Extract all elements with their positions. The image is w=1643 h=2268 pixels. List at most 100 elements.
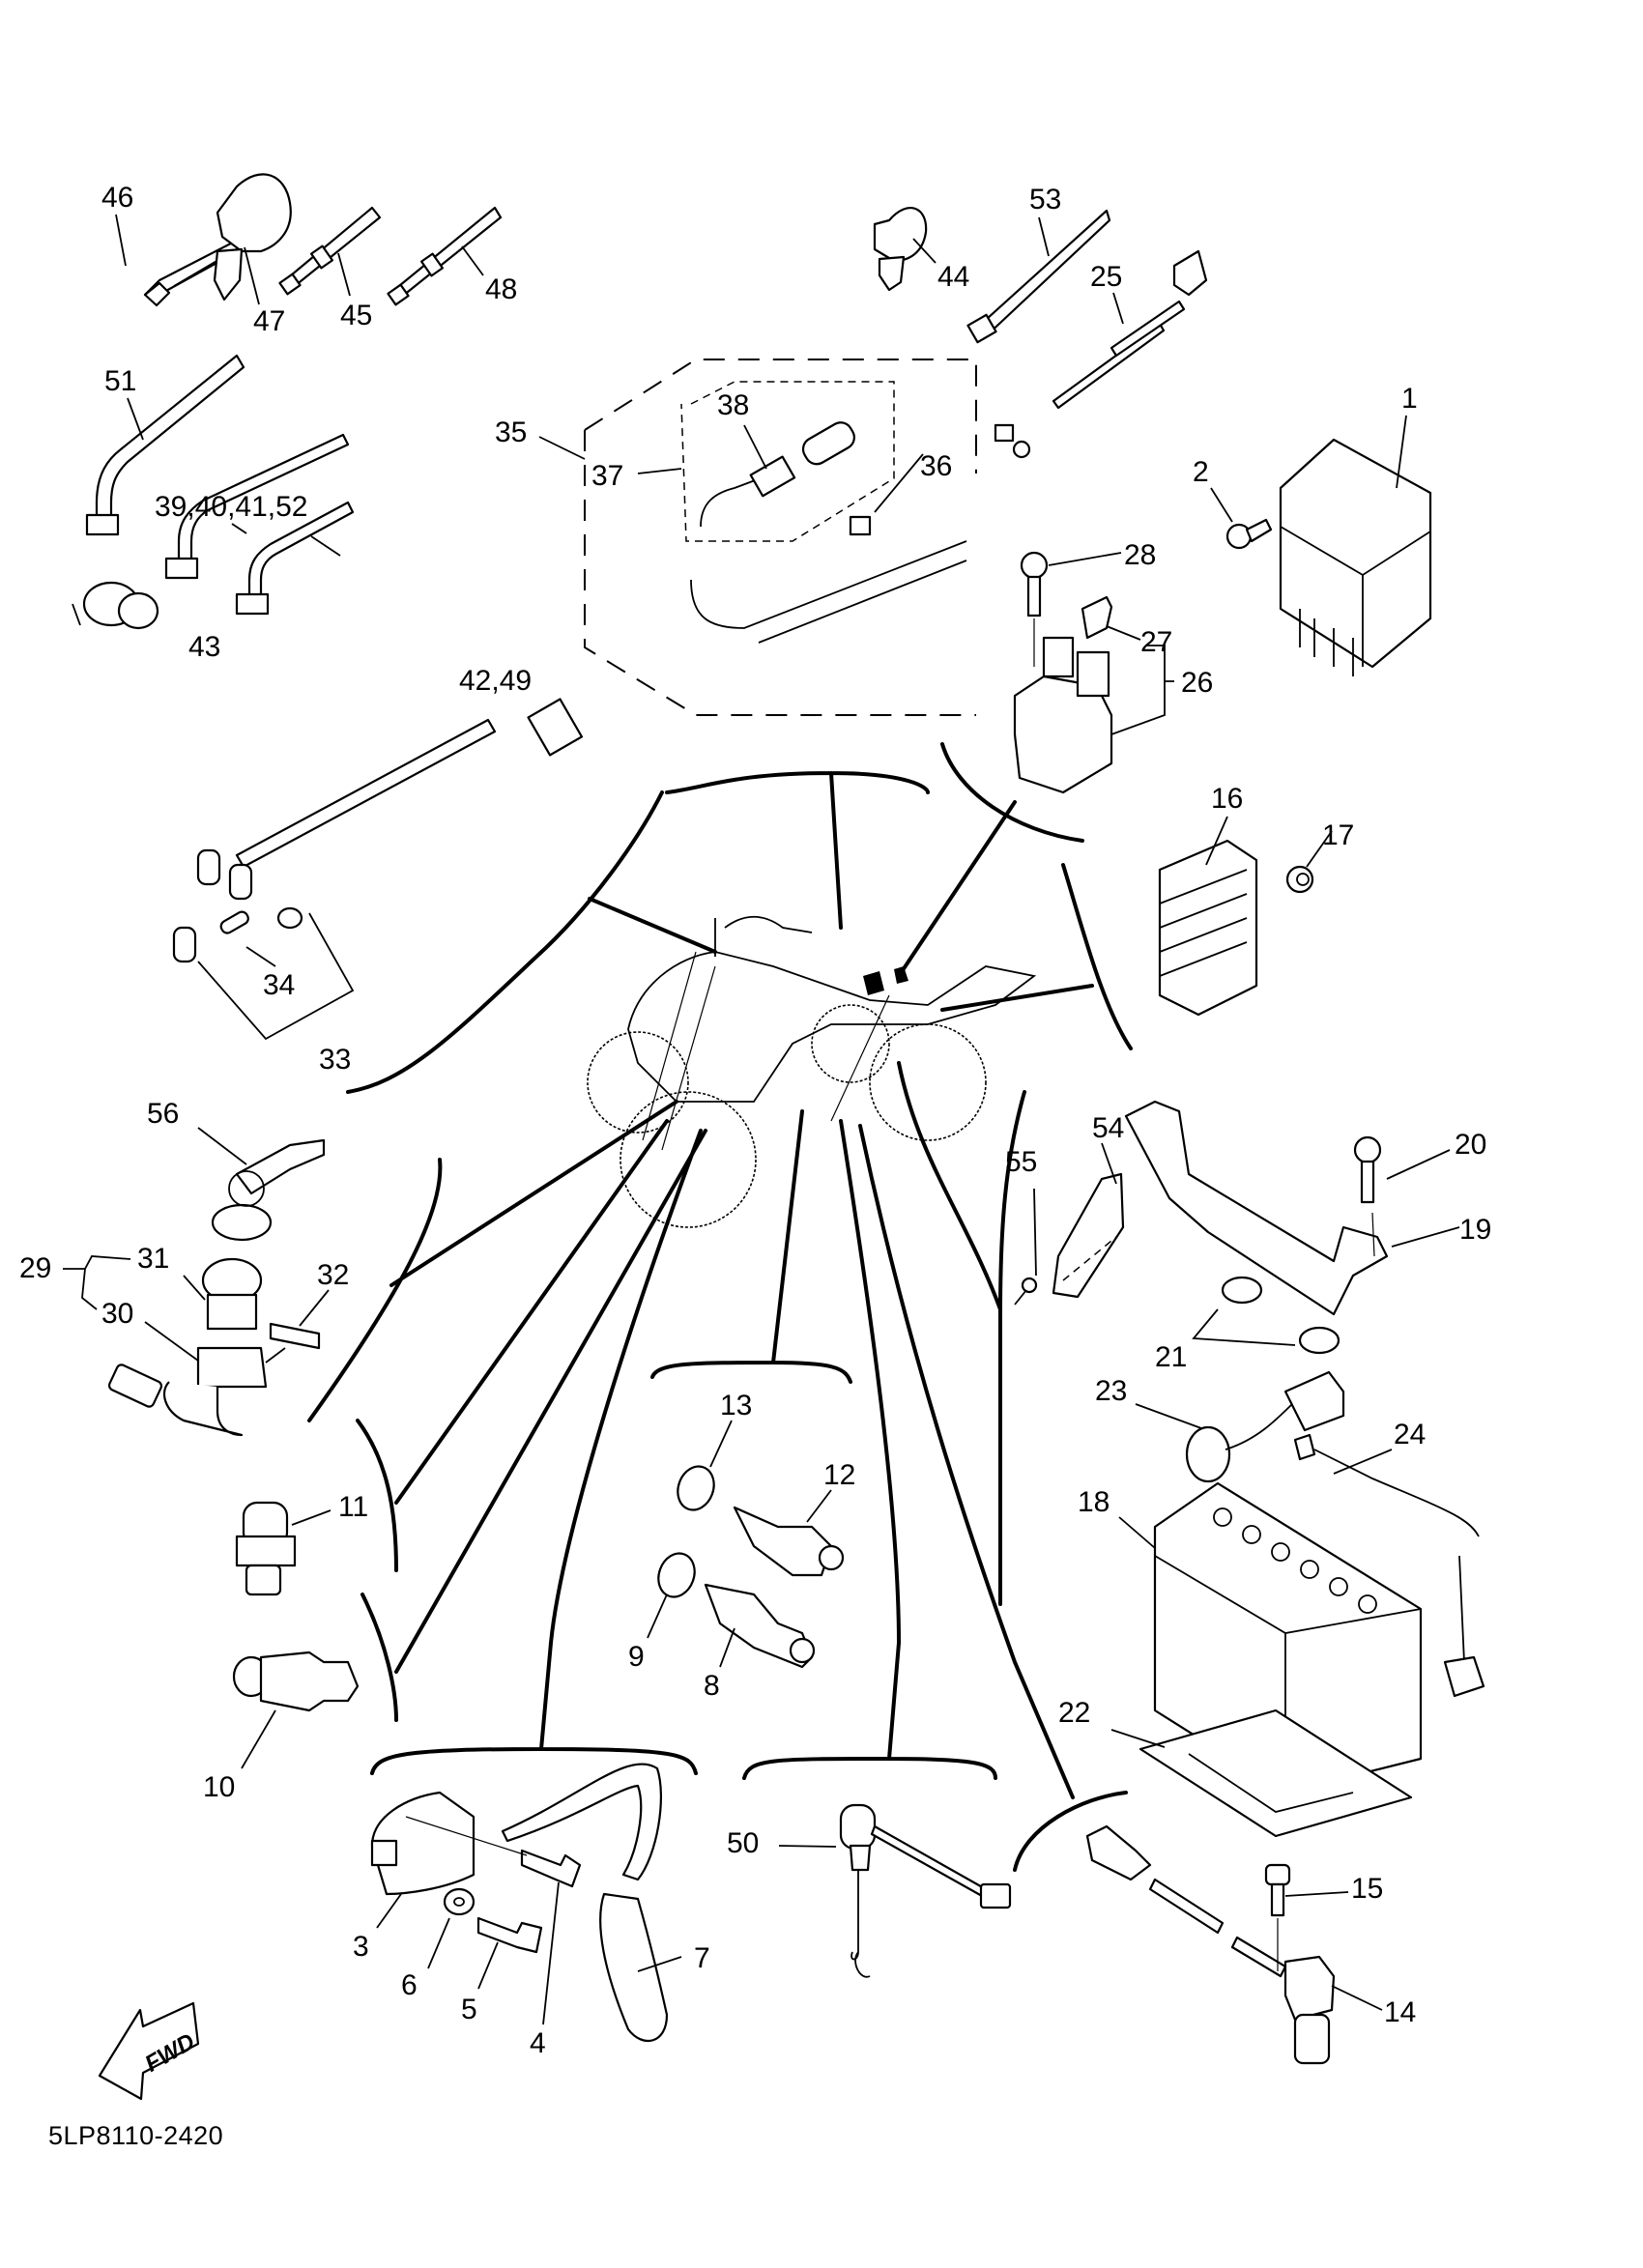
callout-17: 17 (1322, 819, 1355, 851)
part-53-band (966, 209, 1111, 344)
fwd-arrow-icon: FWD (98, 2001, 199, 2101)
callout-5: 5 (461, 1994, 477, 2025)
part-45-band (278, 206, 382, 297)
callout-42-49: 42,49 (459, 665, 533, 697)
callout-18: 18 (1078, 1486, 1110, 1518)
part-33-lamp-harness (172, 698, 584, 1041)
part-10-sensor (232, 1651, 360, 1769)
part-13-gasket (677, 1420, 733, 1511)
callout-32: 32 (317, 1259, 350, 1291)
callout-51: 51 (104, 365, 137, 397)
callout-36: 36 (920, 450, 953, 482)
callout-44: 44 (937, 261, 970, 293)
part-3-ignition-coil (370, 1791, 476, 1929)
part-28-bolt (1020, 551, 1122, 667)
callout-8: 8 (704, 1670, 720, 1702)
part-50-switch (778, 1803, 1012, 1978)
callout-47: 47 (253, 305, 286, 337)
callout-14: 14 (1384, 1996, 1417, 2028)
part-51-band (85, 354, 245, 536)
part-56-key (197, 1127, 326, 1242)
callout-53: 53 (1029, 184, 1062, 215)
part-42-band (235, 501, 355, 616)
part-2-screw (1210, 487, 1273, 550)
callout-38: 38 (717, 389, 750, 421)
bracket-29 (63, 1255, 131, 1310)
part-47-clamp (213, 173, 292, 305)
callout-22: 22 (1058, 1697, 1091, 1729)
part-6-washer (427, 1887, 476, 1969)
part-16-regulator (1158, 816, 1258, 1017)
part-21-damper (1192, 1276, 1340, 1355)
part-44-clamp (873, 207, 937, 292)
part-43-clamp (72, 581, 159, 630)
callout-27: 27 (1140, 626, 1173, 658)
drawing-code: 5LP8110-2420 (48, 2121, 224, 2150)
callout-13: 13 (720, 1390, 753, 1421)
callout-28: 28 (1124, 539, 1157, 571)
callout-31: 31 (137, 1243, 170, 1275)
callout-50: 50 (727, 1827, 760, 1859)
part-26-starter-relay (1013, 636, 1174, 794)
callout-45: 45 (340, 300, 373, 331)
part-18-battery (1118, 1481, 1423, 1794)
callout-9: 9 (628, 1641, 645, 1673)
part-8-switch (704, 1583, 816, 1669)
part-1-cdi-unit (1279, 415, 1432, 676)
callout-25: 25 (1090, 261, 1123, 293)
callout-54: 54 (1092, 1112, 1125, 1144)
sub-harness-box (538, 359, 977, 716)
callout-34: 34 (263, 969, 296, 1001)
callout-37: 37 (591, 460, 624, 492)
callout-48: 48 (485, 273, 518, 305)
part-22-battery-seat (1110, 1708, 1413, 1838)
part-39-band (164, 433, 350, 580)
callout-16: 16 (1211, 783, 1244, 815)
part-54-plate (1052, 1142, 1125, 1299)
callout-23: 23 (1095, 1375, 1128, 1407)
part-48-band (387, 206, 503, 306)
part-17-nut (1285, 830, 1333, 894)
part-55-rivet (1014, 1188, 1038, 1306)
callout-3: 3 (353, 1931, 369, 1963)
callout-15: 15 (1351, 1873, 1384, 1905)
callout-30: 30 (101, 1298, 134, 1330)
callout-1: 1 (1401, 383, 1418, 415)
callout-20: 20 (1455, 1129, 1487, 1161)
part-11-switch (235, 1501, 331, 1596)
callout-6: 6 (401, 1969, 418, 2001)
callout-43: 43 (188, 631, 221, 663)
part-30-main-switch (107, 1257, 268, 1437)
part-25-wire-harness (994, 249, 1208, 459)
callout-26: 26 (1181, 667, 1214, 699)
leader-46 (115, 214, 127, 267)
callout-33: 33 (319, 1044, 352, 1076)
callout-55: 55 (1005, 1146, 1038, 1178)
part-27-fuse (1081, 595, 1141, 641)
callout-12: 12 (823, 1459, 856, 1491)
callout-10: 10 (203, 1771, 236, 1803)
callout-29: 29 (19, 1252, 52, 1284)
part-15-bolt (1264, 1863, 1349, 1971)
part-20-bolt (1353, 1135, 1451, 1257)
callout-24: 24 (1394, 1419, 1427, 1450)
part-12-switch (733, 1489, 845, 1577)
part-32-key-plate (265, 1289, 330, 1364)
callout-46: 46 (101, 182, 134, 214)
callout-7: 7 (694, 1942, 710, 1974)
part-19-battery-band (1124, 1100, 1460, 1316)
part-14-speed-sensor (1085, 1824, 1383, 2065)
callout-35: 35 (495, 416, 528, 448)
callout-39-40-41-52: 39,40,41,52 (155, 491, 308, 523)
part-7-plug-cap (501, 1763, 682, 2042)
callout-21: 21 (1155, 1341, 1188, 1373)
group-braces (307, 742, 1133, 1872)
callout-56: 56 (147, 1098, 180, 1130)
callout-4: 4 (530, 2027, 546, 2059)
part-23-lead (1135, 1370, 1345, 1483)
callout-19: 19 (1459, 1214, 1492, 1246)
part-5-bolt (476, 1916, 543, 1990)
part-9-gasket (647, 1552, 696, 1639)
part-4-bolt (405, 1816, 582, 2025)
